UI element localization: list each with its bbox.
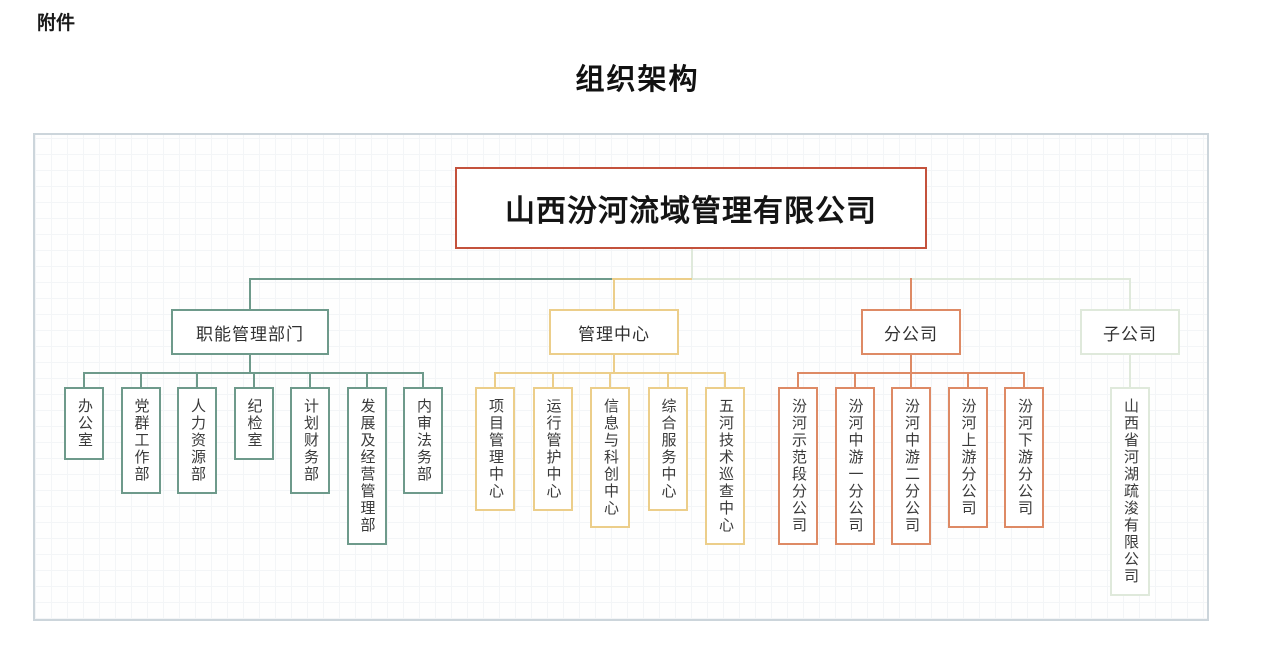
leaf-drop-line [609,372,611,387]
attachment-label: 附件 [37,13,76,34]
leaf-drop-line [853,372,856,387]
branch-drop-line [910,278,912,309]
org-leaf-node: 汾河上游分公司 [947,387,988,528]
org-leaf-node: 发展及经营管理部 [346,387,387,545]
leaf-drop-line [797,372,799,387]
org-leaf-node: 项目管理中心 [475,387,515,511]
org-leaf-node-label: 计划财务部 [302,398,319,483]
branch-stem-line [249,355,251,374]
org-root-node-label: 山西汾河流域管理有限公司 [505,195,877,228]
org-leaf-node: 纪检室 [233,387,274,460]
org-chart-canvas: 山西汾河流域管理有限公司职能管理部门办公室 党群工作部 人力资源部 纪检室 计划财务部 发… [33,133,1209,621]
org-branch-node-subsidiary: 子公司 [1080,309,1180,355]
leaf-drop-line [83,372,85,387]
org-leaf-node: 党群工作部 [120,387,161,494]
org-branch-node-subsidiary-label: 子公司 [1103,324,1157,344]
org-leaf-node-label: 人力资源部 [189,398,206,483]
leaf-drop-line [139,372,142,387]
branch-drop-line [1129,278,1131,309]
org-leaf-node-label: 纪检室 [245,398,263,449]
leaf-drop-line [494,372,496,387]
org-leaf-node: 内审法务部 [403,387,443,494]
org-leaf-node-label: 发展及经营管理部 [358,398,376,534]
branch-stem-line [613,355,615,374]
org-leaf-node-label: 汾河中游二分公司 [903,398,920,534]
org-leaf-node: 山西省河湖疏浚有限公司 [1110,387,1150,596]
page-title: 组织架构 [575,64,700,96]
org-leaf-node-label: 山西省河湖疏浚有限公司 [1122,398,1139,585]
org-leaf-node-label: 综合服务中心 [659,398,677,500]
org-leaf-node-label: 内审法务部 [415,398,432,483]
org-leaf-node-label: 办公室 [76,398,93,449]
leaf-drop-line [365,372,368,387]
org-leaf-node: 汾河中游一分公司 [834,387,875,545]
org-branch-node-branch-companies: 分公司 [861,309,961,355]
org-leaf-node-label: 汾河示范段分公司 [790,398,807,534]
branch-drop-line [613,278,615,309]
level1-bus-segment [612,278,692,280]
leaf-drop-line [309,372,311,387]
branch-stem-line [910,355,912,374]
root-drop-line [691,249,693,280]
org-branch-node-branch-companies-label: 分公司 [884,324,938,344]
org-leaf-node-label: 信息与科创中心 [602,398,619,517]
org-leaf-node: 人力资源部 [177,387,217,494]
org-leaf-node: 综合服务中心 [647,387,688,511]
org-leaf-node: 办公室 [64,387,104,460]
leaf-drop-line [666,372,669,387]
level1-bus-segment [250,278,612,280]
org-root-node: 山西汾河流域管理有限公司 [455,167,927,249]
org-leaf-node: 计划财务部 [290,387,330,494]
org-branch-node-management-centers: 管理中心 [549,309,679,355]
branch-stem-line [1129,355,1131,387]
leaf-drop-line [724,372,726,387]
org-leaf-node: 汾河中游二分公司 [891,387,931,545]
leaf-drop-line [551,372,554,387]
leaf-drop-line [196,372,198,387]
org-leaf-node-label: 汾河上游分公司 [959,398,977,517]
org-leaf-node: 信息与科创中心 [590,387,630,528]
branch-drop-line [249,278,251,309]
org-leaf-node: 汾河下游分公司 [1004,387,1044,528]
leaf-drop-line [252,372,255,387]
org-leaf-node: 运行管护中心 [532,387,573,511]
org-leaf-node-label: 五河技术巡查中心 [717,398,734,534]
org-leaf-node-label: 党群工作部 [132,398,150,483]
org-leaf-node-label: 项目管理中心 [487,398,504,500]
org-branch-node-management-centers-label: 管理中心 [578,324,650,344]
org-leaf-node-label: 汾河下游分公司 [1016,398,1033,517]
org-leaf-node: 汾河示范段分公司 [778,387,818,545]
org-leaf-node: 五河技术巡查中心 [705,387,745,545]
org-branch-node-functional-departments-label: 职能管理部门 [196,324,304,344]
leaf-drop-line [1023,372,1025,387]
leaf-drop-line [910,372,912,387]
org-branch-node-functional-departments: 职能管理部门 [171,309,329,355]
org-leaf-node-label: 汾河中游一分公司 [846,398,864,534]
leaf-drop-line [422,372,424,387]
leaf-drop-line [966,372,969,387]
org-leaf-node-label: 运行管护中心 [544,398,562,500]
